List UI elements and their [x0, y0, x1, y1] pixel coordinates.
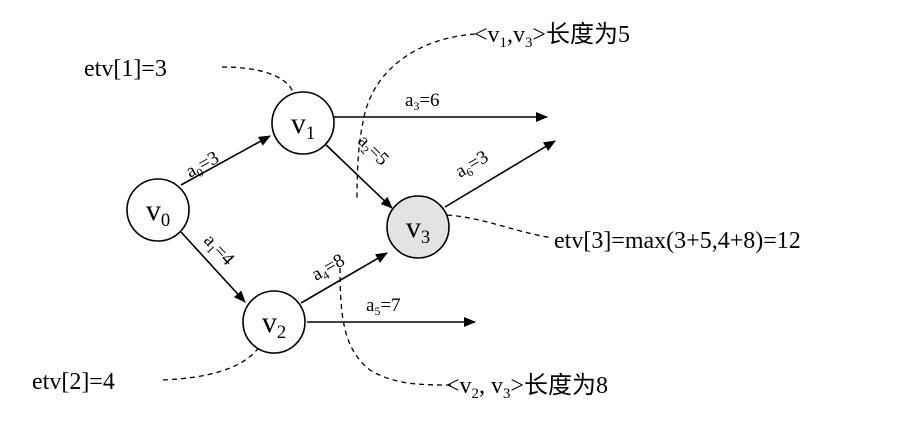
edge-a0: [180, 135, 271, 186]
node-v2: [242, 290, 306, 354]
node-v1-label: v1: [291, 107, 315, 144]
annotation-etv3: etv[3]=max(3+5,4+8)=12: [554, 228, 801, 254]
node-v0-label: v0: [146, 194, 170, 231]
node-v3: [386, 195, 450, 259]
edge-a1: [180, 231, 246, 303]
node-v1: [271, 91, 335, 155]
leader-path13: [356, 33, 476, 201]
edge-a4: [300, 252, 388, 304]
edge-a4-label: a4=8: [308, 250, 349, 287]
node-v3-label: v3: [406, 211, 430, 248]
edge-a5-label: a5=7: [366, 295, 401, 318]
leader-path23: [339, 267, 456, 386]
annotation-path-v1-v3: <v1,v3>长度为5: [474, 21, 630, 51]
node-v0: [126, 178, 190, 242]
edge-a6-label: a6=3: [452, 146, 493, 184]
edge-a3-label: a3=6: [405, 90, 440, 113]
annotation-path-v2-v3: <v2, v3>长度为8: [446, 372, 608, 402]
annotation-etv2: etv[2]=4: [32, 369, 115, 395]
edge-a1-label: a1=4: [198, 230, 239, 271]
leader-etv3: [446, 214, 553, 239]
edge-a0-label: a0=3: [182, 147, 223, 184]
node-v2-label: v2: [262, 306, 286, 343]
annotation-etv1: etv[1]=3: [84, 56, 167, 82]
edge-a6: [444, 140, 556, 208]
